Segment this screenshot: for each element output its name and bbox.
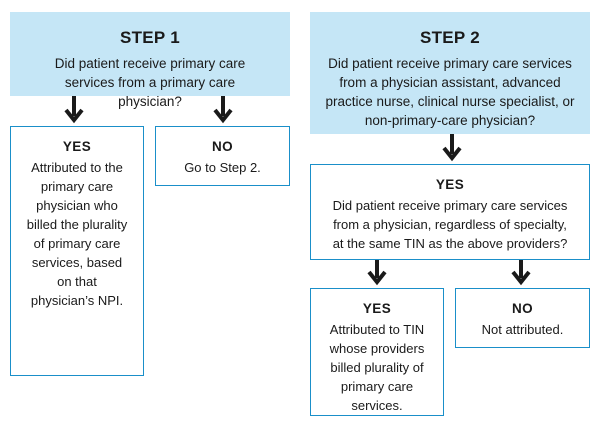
step1-yes-arrow	[64, 96, 84, 124]
step2-yes-arrow	[442, 134, 462, 162]
step2-yes-no-arrow	[511, 260, 531, 286]
step1-yes-text: Attributed to the primary care physician…	[26, 160, 128, 308]
step2-yes-text: Did patient receive primary care service…	[332, 198, 568, 251]
step2-yes-yes-label: YES	[362, 301, 392, 316]
step2-title: STEP 2	[419, 28, 481, 47]
step2-yes-yes-arrow	[367, 260, 387, 286]
step2-yes-box: YES Did patient receive primary care ser…	[310, 164, 590, 260]
step1-no-box: NO Go to Step 2.	[155, 126, 290, 186]
step1-no-label: NO	[211, 139, 234, 154]
step1-no-arrow	[213, 96, 233, 124]
step2-yes-label: YES	[435, 177, 465, 192]
step2-yes-no-box: NO Not attributed.	[455, 288, 590, 348]
step2-box: STEP 2 Did patient receive primary care …	[310, 12, 590, 134]
step2-yes-no-text: Not attributed.	[481, 322, 564, 337]
step2-question: Did patient receive primary care service…	[325, 56, 575, 128]
step1-yes-label: YES	[62, 139, 92, 154]
step1-yes-box: YES Attributed to the primary care physi…	[10, 126, 144, 376]
step1-no-text: Go to Step 2.	[184, 160, 261, 175]
step2-yes-yes-text: Attributed to TIN whose providers billed…	[329, 322, 425, 413]
step1-box: STEP 1 Did patient receive primary care …	[10, 12, 290, 109]
step2-yes-yes-box: YES Attributed to TIN whose providers bi…	[310, 288, 444, 416]
step2-yes-no-label: NO	[511, 301, 534, 316]
step1-question: Did patient receive primary care service…	[54, 56, 246, 109]
step1-title: STEP 1	[119, 28, 181, 47]
